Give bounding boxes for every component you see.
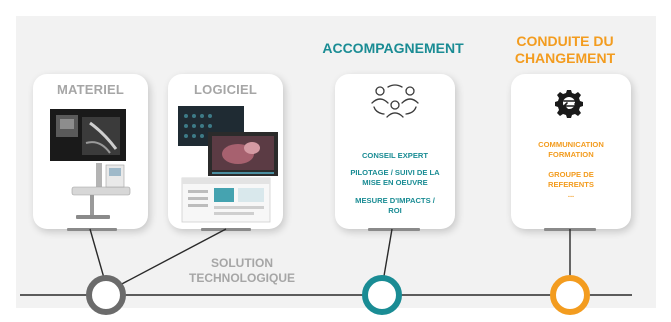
accompagnement-item-conseil: CONSEIL EXPERT	[361, 151, 429, 160]
logiciel-title: LOGICIEL	[194, 82, 257, 97]
milestone-solution	[86, 275, 126, 315]
workstation-pillar	[96, 163, 102, 189]
accompagnement-card	[335, 74, 455, 229]
milestone-accompagnement	[362, 275, 402, 315]
accompagnement-item-mesure: MESURE D'IMPACTS /	[355, 196, 435, 205]
gear-arrows-icon	[555, 90, 583, 118]
conduite-item-formation: FORMATION	[548, 150, 594, 159]
conduite-heading-line1: CONDUITE DU	[516, 33, 614, 49]
workstation-stand	[90, 195, 94, 217]
solution-label-line1: SOLUTION	[211, 256, 273, 270]
conduite-item-ellipsis: ...	[567, 190, 575, 199]
conduite-item-referents: REFERENTS	[548, 180, 594, 189]
materiel-title: MATERIEL	[56, 82, 125, 97]
milestone-conduite	[550, 275, 590, 315]
accompagnement-heading: ACCOMPAGNEMENT	[322, 40, 464, 56]
medical-workstation-illustration	[50, 109, 131, 219]
workstation-desk	[71, 186, 131, 196]
xray-screen-right	[82, 117, 120, 155]
connector-logiciel	[117, 228, 227, 287]
conduite-item-groupe: GROUPE DE	[548, 170, 594, 179]
connector-materiel	[89, 228, 105, 279]
software-screens-illustration	[178, 106, 278, 223]
conduite-item-communication: COMMUNICATION	[538, 140, 604, 149]
materiel-card-base	[67, 228, 117, 231]
connector-accompagnement	[383, 228, 393, 277]
people-network-icon	[371, 84, 419, 118]
accompagnement-item-roi: ROI	[388, 206, 402, 215]
accompagnement-item-pilotage: PILOTAGE / SUIVI DE LA	[350, 168, 440, 177]
conduite-heading-line2: CHANGEMENT	[514, 50, 616, 66]
solution-label-line2: TECHNOLOGIQUE	[188, 271, 295, 285]
accompagnement-card-base	[368, 228, 420, 231]
accompagnement-item-mise-en-oeuvre: MISE EN OEUVRE	[362, 178, 428, 187]
